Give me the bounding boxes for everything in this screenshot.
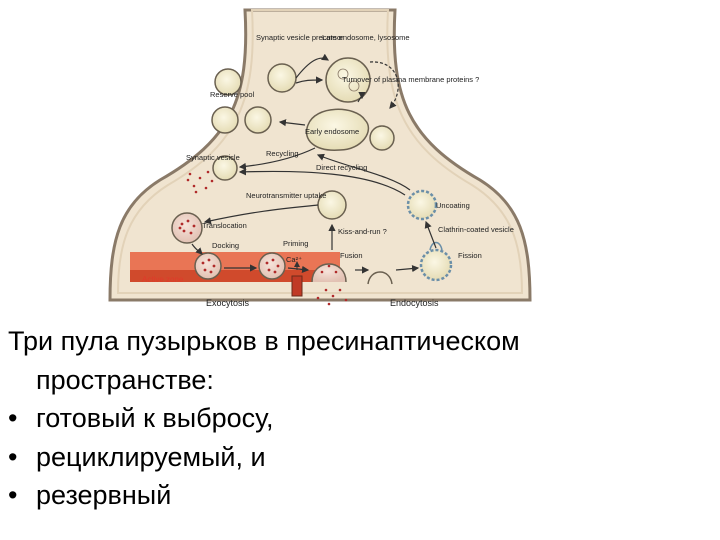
label-reserve-pool: Reserve pool <box>210 90 255 99</box>
caption-line-1: Три пула пузырьков в пресинаптическом <box>8 326 520 356</box>
list-item: • резервный <box>8 476 708 515</box>
list-item: • рециклируемый, и <box>8 438 708 477</box>
label-direct-recycling: Direct recycling <box>316 163 367 172</box>
bullet-text-reserve-pool: резервный <box>36 480 172 510</box>
label-ca: Ca²⁺ <box>286 255 302 264</box>
late-endosome <box>325 57 371 103</box>
synaptic-vesicle-cycle-diagram: Synaptic vesicle precursor Late endosome… <box>100 0 540 320</box>
caption-line-2: пространстве: <box>36 364 214 395</box>
list-item: • готовый к выбросу, <box>8 399 708 438</box>
label-endocytosis: Endocytosis <box>390 298 439 308</box>
label-priming: Priming <box>283 239 308 248</box>
early-endosome <box>305 108 370 151</box>
label-translocation: Translocation <box>202 221 247 230</box>
label-synaptic-vesicle-precursor: Synaptic vesicle precursor <box>256 33 344 42</box>
label-exocytosis: Exocytosis <box>206 298 250 308</box>
label-docking: Docking <box>212 241 239 250</box>
label-fusion: Fusion <box>340 251 363 260</box>
bullet-text-recycling-pool: рециклируемый, и <box>36 441 266 472</box>
endocytic-pit <box>367 271 393 285</box>
filled-vesicles <box>171 212 286 280</box>
bullet-symbol: • <box>8 403 18 433</box>
label-fission: Fission <box>458 251 482 260</box>
synaptic-vesicle <box>212 155 238 181</box>
pathway-arrows <box>191 53 437 274</box>
label-active-zone: Active zone <box>142 275 184 284</box>
bullet-symbol: • <box>8 480 18 510</box>
precursor-vesicle <box>267 63 297 93</box>
label-uncoating: Uncoating <box>436 201 470 210</box>
caption: Три пула пузырьков в пресинаптическом пр… <box>8 322 708 515</box>
label-recycling: Recycling <box>266 149 299 158</box>
neurotransmitter-dots <box>186 170 214 194</box>
label-late-endosome: Late endosome, lysosome <box>322 33 410 42</box>
bullet-text-ready-pool: готовый к выбросу, <box>36 403 274 433</box>
bullet-symbol: • <box>8 441 18 472</box>
label-synaptic-vesicle: Synaptic vesicle <box>186 153 240 162</box>
label-turnover: Turnover of plasma membrane proteins ? <box>342 75 479 84</box>
label-neurotransmitter-uptake: Neurotransmitter uptake <box>246 191 326 200</box>
fusion-pore <box>311 263 347 283</box>
label-early-endosome: Early endosome <box>305 127 359 136</box>
label-clathrin-coated-vesicle: Clathrin-coated vesicle <box>438 225 514 234</box>
reserve-pool-vesicles <box>211 68 272 134</box>
label-kiss-and-run: Kiss-and-run ? <box>338 227 387 236</box>
clathrin-coated-vesicles <box>406 189 453 282</box>
